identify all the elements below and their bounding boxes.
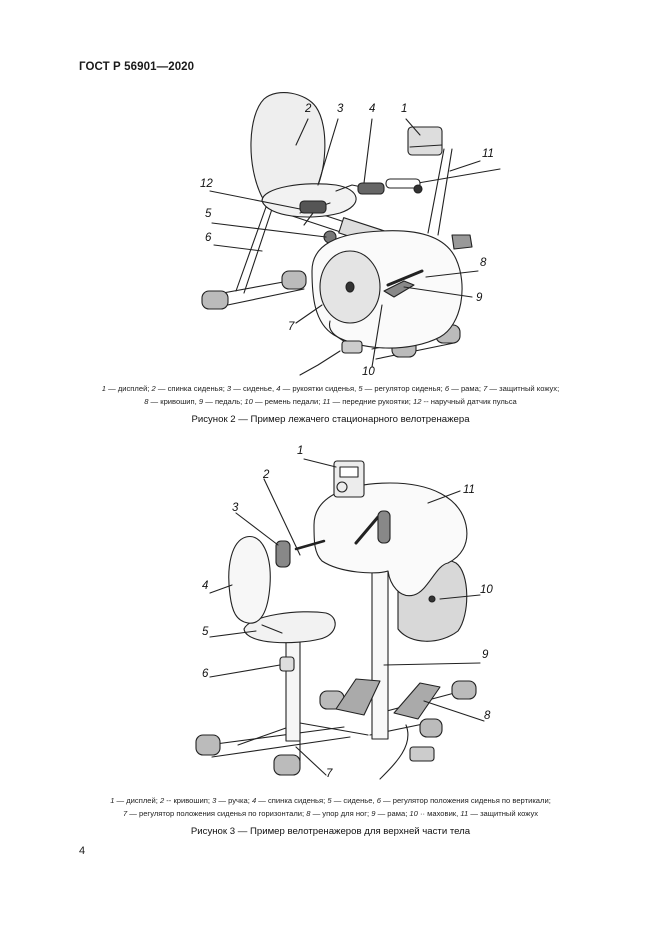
legend-number: 3 — [226, 384, 232, 393]
legend-text: — рама; — [375, 808, 410, 818]
legend-text: — защитный кожух; — [487, 384, 560, 393]
figure-2-legend: 1 — дисплей; 2 — спинка сиденья; 3 — сид… — [60, 383, 601, 408]
legend-number: 8 — [306, 808, 311, 818]
fig3-callout-6: 6 — [202, 668, 209, 680]
figure-3-legend: 1 — дисплей; 2 -- кривошип; 3 — ручка; 4… — [60, 795, 601, 820]
page-number: 4 — [79, 845, 86, 857]
fig2-callout-11: 11 — [482, 148, 494, 160]
legend-text: ·· маховик, — [417, 808, 461, 818]
legend-text: — защитный кожух — [468, 808, 539, 818]
legend-text: — кривошип, — [148, 396, 199, 406]
fig3-callout-5: 5 — [202, 626, 209, 638]
legend-text: — дисплей; — [106, 384, 152, 393]
backrest — [228, 536, 271, 624]
height-regulator — [279, 656, 295, 672]
figure-2-drawing: 2 3 4 1 11 12 5 6 8 9 7 10 — [0, 85, 661, 385]
legend-text: — спинка сиденья; — [256, 796, 328, 805]
figure-3-legend-line-1: 1 — дисплей; 2 -- кривошип; 3 — ручка; 4… — [60, 795, 601, 808]
footrest — [335, 678, 381, 716]
fig3-callout-9: 9 — [482, 649, 489, 661]
legend-text: — спинка сиденья; — [155, 384, 227, 393]
legend-number: 2 — [159, 796, 165, 805]
fig2-callout-7: 7 — [288, 321, 295, 333]
legend-text: — регулятор положения сиденья по горизон… — [127, 808, 307, 818]
legend-number: 11 — [460, 808, 469, 818]
fig3-callout-7: 7 — [326, 768, 333, 780]
legend-number: 6 — [376, 796, 381, 805]
fig3-callout-2: 2 — [262, 469, 270, 481]
figure-2-caption: Рисунок 2 — Пример лежачего стационарног… — [191, 414, 470, 425]
fig3-callout-4: 4 — [202, 580, 208, 592]
figure-2-legend-line-2: 8 — кривошип, 9 — педаль; 10 — ремень пе… — [60, 396, 601, 409]
legend-number: 2 — [151, 384, 156, 393]
legend-number: 9 — [198, 396, 204, 406]
legend-number: 4 — [251, 796, 257, 805]
legend-text: — сиденье, — [231, 384, 277, 393]
legend-text: — ремень педали; — [252, 396, 323, 406]
legend-text: — педаль; — [203, 396, 245, 406]
figure-3-drawing: 1 2 11 3 4 10 5 9 6 8 7 — [0, 445, 661, 795]
fig2-callout-4: 4 — [369, 103, 375, 115]
fig3-callout-1: 1 — [297, 445, 303, 457]
legend-text: — регулятор положения сиденья по вертика… — [380, 796, 551, 805]
fig2-callout-9: 9 — [476, 292, 483, 304]
legend-number: 1 — [101, 384, 107, 393]
pedal — [383, 280, 415, 298]
fig2-callout-12: 12 — [200, 178, 213, 190]
legend-text: — сиденье, — [331, 796, 377, 805]
figure-2-legend-line-1: 1 — дисплей; 2 — спинка сиденья; 3 — сид… — [60, 383, 601, 396]
legend-number: 7 — [122, 808, 128, 818]
legend-number: 10 — [244, 396, 253, 406]
fig2-callout-1: 1 — [401, 103, 407, 115]
right-foot-cap — [273, 754, 301, 776]
fig3-callout-3: 3 — [232, 502, 239, 514]
legend-text: — упор для ног; — [310, 808, 372, 818]
legend-text: — рукоятки сиденья, — [280, 384, 359, 393]
legend-text: -- кривошип; — [164, 796, 213, 805]
fig2-callout-10: 10 — [362, 366, 375, 378]
legend-number: 9 — [371, 808, 376, 818]
rear-foot-cap — [201, 290, 229, 310]
fig3-callout-10: 10 — [480, 584, 493, 596]
fig2-callout-2: 2 — [304, 103, 312, 115]
seat-cushion — [243, 611, 336, 644]
legend-number: 3 — [212, 796, 217, 805]
display-console — [407, 126, 443, 156]
fig2-callout-6: 6 — [205, 232, 212, 244]
protective-cover — [313, 482, 468, 597]
legend-number: 10 — [409, 808, 418, 818]
legend-text: — дисплей; — [114, 796, 160, 805]
legend-text: — передние рукоятки; — [330, 396, 413, 406]
legend-text: — ручка; — [216, 796, 252, 805]
legend-number: 12 — [412, 396, 422, 406]
legend-text: -- наручный датчик пульса — [421, 396, 517, 406]
legend-number: 5 — [358, 384, 363, 393]
legend-number: 5 — [327, 796, 332, 805]
legend-number: 8 — [144, 396, 149, 406]
figure-3-legend-line-2: 7 — регулятор положения сиденья по гориз… — [60, 808, 601, 821]
legend-text: — рама; — [449, 384, 484, 393]
seat-cushion — [261, 183, 357, 218]
fig3-callout-8: 8 — [484, 710, 491, 722]
standard-header: ГОСТ Р 56901—2020 — [79, 61, 195, 73]
legend-number: 7 — [483, 384, 488, 393]
fig2-callout-3: 3 — [337, 103, 344, 115]
fig3-callout-11: 11 — [463, 484, 475, 496]
legend-number: 6 — [444, 384, 450, 393]
fig2-callout-8: 8 — [480, 257, 487, 269]
legend-number: 4 — [276, 384, 281, 393]
display-console — [333, 460, 365, 498]
fig2-callout-5: 5 — [205, 208, 212, 220]
legend-number: 1 — [110, 796, 115, 805]
left-foot-cap — [195, 734, 221, 756]
grip-handle — [377, 510, 391, 544]
figure-3-caption: Рисунок 3 — Пример велотренажеров для ве… — [190, 826, 471, 837]
legend-text: — регулятор сиденья; — [362, 384, 445, 393]
legend-number: 11 — [322, 396, 331, 406]
